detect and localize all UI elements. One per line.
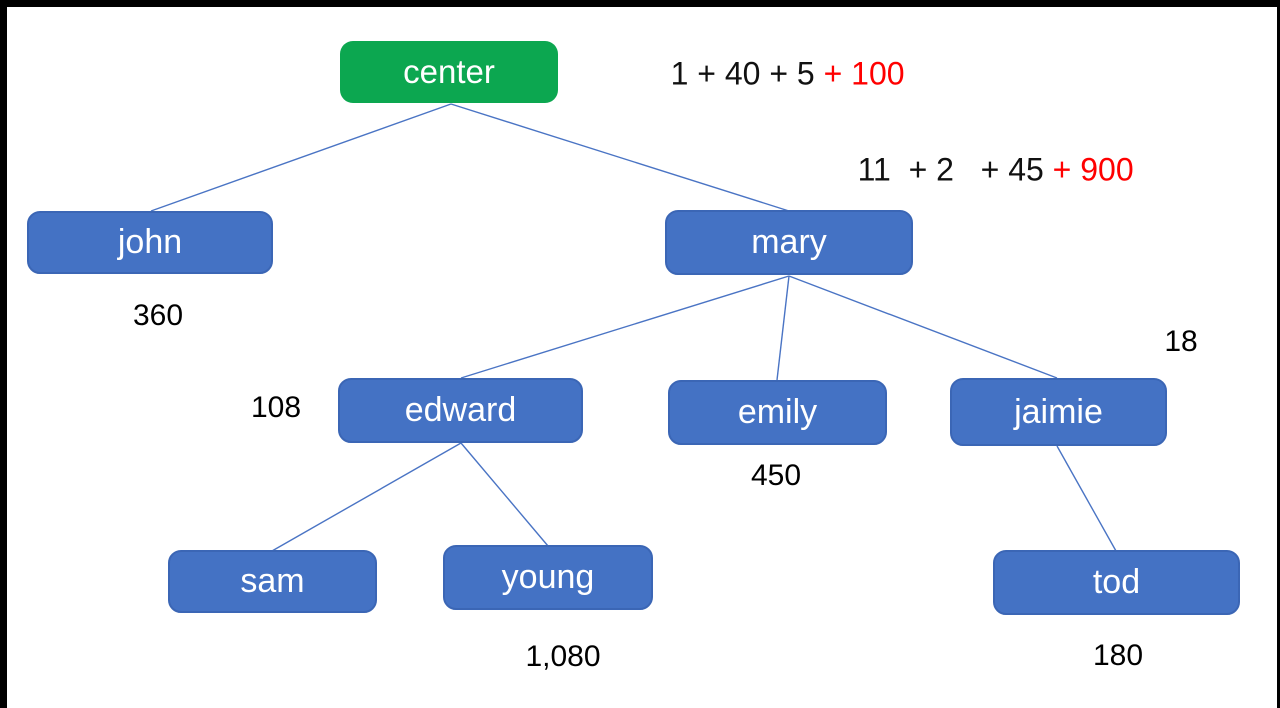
sum-red-part: + 100 — [823, 55, 905, 92]
node-label: tod — [1092, 563, 1141, 601]
sum-black-part: 11 + 2 + 45 — [857, 151, 1053, 188]
tree-node-young: young — [443, 545, 653, 610]
tree-node-john: john — [27, 211, 273, 274]
tree-node-emily: emily — [668, 380, 887, 445]
sum-red-part: + 900 — [1052, 151, 1134, 188]
sum-annotation-mary: 11 + 2 + 45 + 900 — [822, 115, 1134, 226]
tree-node-tod: tod — [993, 550, 1240, 615]
node-label: center — [403, 53, 495, 90]
value-label-john: 360 — [132, 299, 184, 332]
node-label: young — [501, 558, 595, 596]
sum-annotation-center: 1 + 40 + 5 + 100 — [635, 19, 905, 130]
node-label: mary — [751, 223, 827, 261]
node-label: edward — [404, 391, 517, 429]
tree-node-mary: mary — [665, 210, 913, 275]
value-label-jaimie: 18 — [1164, 325, 1198, 358]
sum-black-part: 1 + 40 + 5 — [670, 55, 824, 92]
node-label: emily — [737, 393, 818, 431]
tree-node-center: center — [340, 41, 558, 103]
value-label-young: 1,080 — [525, 640, 601, 673]
value-label-tod: 180 — [1092, 639, 1144, 672]
value-label-edward: 108 — [250, 391, 302, 424]
tree-node-sam: sam — [168, 550, 377, 613]
value-label-emily: 450 — [750, 459, 802, 492]
tree-node-jaimie: jaimie — [950, 378, 1167, 446]
node-label: sam — [240, 562, 305, 600]
node-label: jaimie — [1014, 392, 1103, 431]
node-label: john — [117, 223, 183, 261]
tree-node-edward: edward — [338, 378, 583, 443]
